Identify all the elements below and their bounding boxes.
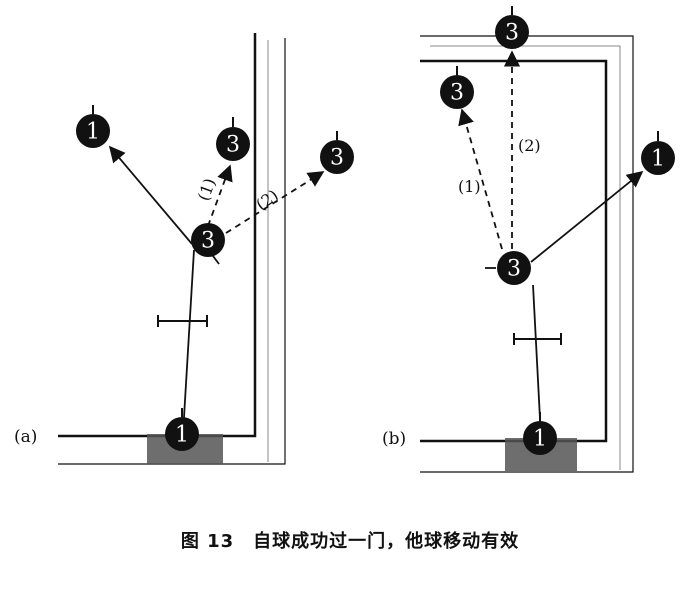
- ball-moved-a: 3: [191, 223, 225, 257]
- hoop-marker-a: [157, 315, 208, 327]
- ball-target-1-b-label: 1: [651, 147, 665, 172]
- path-label-2-a: (2): [252, 186, 281, 215]
- stroke-line-a: [182, 249, 195, 435]
- arrow-to-ball1-b: [530, 170, 644, 263]
- diagram-a-label: (a): [14, 427, 37, 447]
- ball-path2-end-a: 3: [320, 131, 354, 174]
- ball-target-1-a-label: 1: [86, 120, 100, 145]
- ball-path2-end-b-label: 3: [505, 21, 519, 46]
- ball-target-1-a: 1: [76, 105, 110, 148]
- hoop-marker-b: [513, 333, 562, 345]
- diagram-b: 1 3 1 3 3 (1) (2) (b): [382, 6, 675, 473]
- path-label-1-a: (1): [194, 176, 220, 204]
- path-label-1-b: (1): [458, 177, 481, 196]
- ball-start-b: 1: [523, 412, 557, 455]
- arrow-to-ball1-a: [108, 145, 193, 245]
- arrow-path2-a: [225, 171, 325, 234]
- path-label-2-b: (2): [518, 136, 541, 155]
- ball-target-1-b: 1: [641, 131, 675, 175]
- ball-path2-end-a-label: 3: [330, 146, 344, 171]
- ball-moved-b: 3: [497, 251, 531, 285]
- ball-start-b-label: 1: [533, 427, 547, 452]
- ball-path1-end-a: 3: [216, 117, 250, 161]
- ball-path1-end-a-label: 3: [226, 133, 240, 158]
- diagram-a: 1 3 1 3 3 (1) (2) (a): [14, 33, 354, 465]
- diagram-b-label: (b): [382, 429, 406, 449]
- ball-start-a-label: 1: [175, 423, 189, 448]
- ball-path2-end-b: 3: [495, 6, 529, 49]
- arrow-path1-b: [458, 108, 503, 250]
- ball-start-a: 1: [165, 408, 199, 451]
- figure-caption: 图 13 自球成功过一门，他球移动有效: [180, 531, 520, 552]
- ball-moved-a-label: 3: [201, 229, 215, 254]
- ball-moved-b-label: 3: [507, 257, 521, 282]
- ball-path1-end-b-label: 3: [450, 81, 464, 106]
- ball-path1-end-b: 3: [440, 66, 474, 109]
- boundary-lines-a: [58, 33, 286, 465]
